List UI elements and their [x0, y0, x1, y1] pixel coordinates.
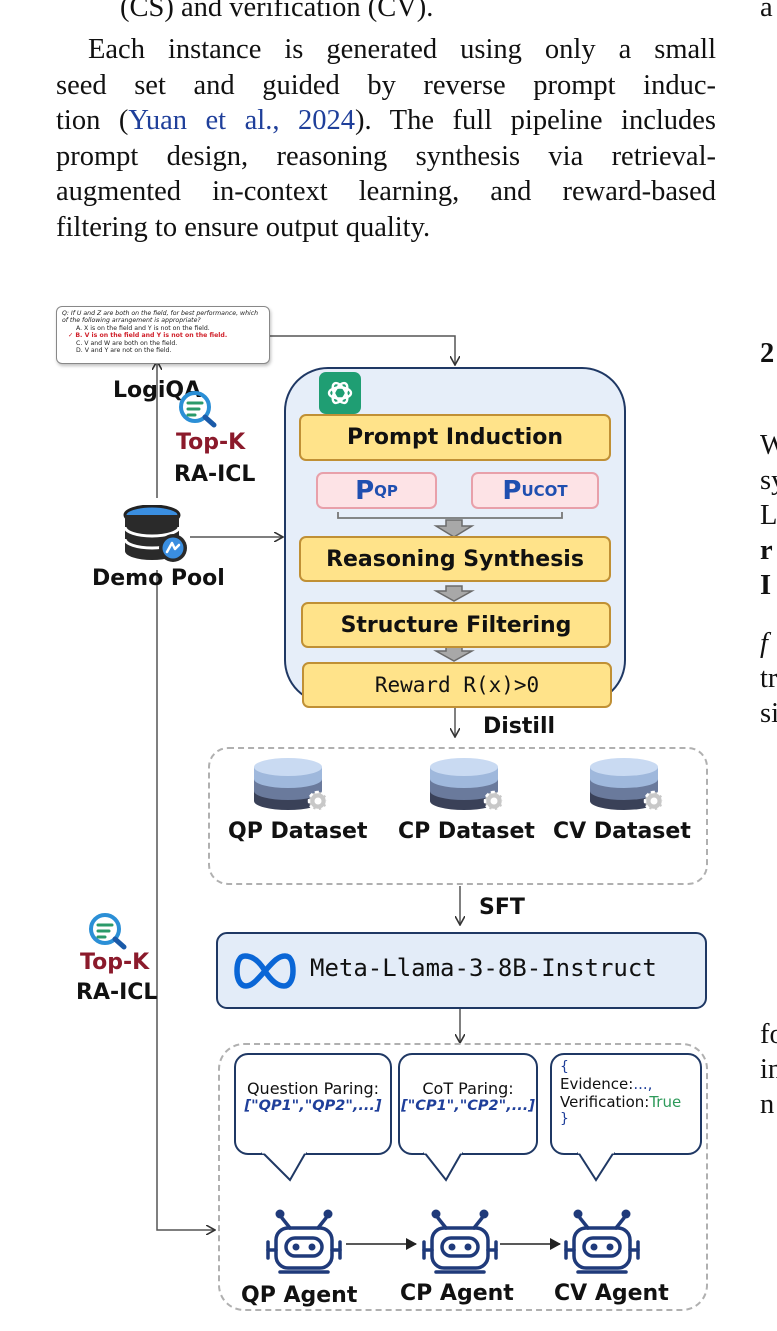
logiqa-option: C. V and W are both on the field. [76, 339, 178, 347]
cv-agent-robot-icon [564, 1209, 640, 1274]
cv-output-evidence: Evidence:..., [560, 1075, 653, 1093]
text-line-4: prompt design, reasoning synthesis via r… [56, 140, 716, 172]
raicl-label-upper: RA-ICL [174, 462, 256, 487]
qp-output-value: ["QP1","QP2",...] [244, 1098, 382, 1114]
agents-group [218, 1043, 708, 1311]
right-fragment: si [760, 698, 777, 729]
distill-label: Distill [483, 714, 556, 739]
qp-agent-robot-icon [266, 1209, 342, 1274]
right-fragment: sy [760, 465, 777, 496]
paper-text: (CS) and verification (CV). [56, 0, 716, 26]
right-fragment: in [760, 1054, 777, 1085]
reward-filter-step: Reward R(x)>0 [302, 662, 612, 708]
checkmark-icon: ✓ [68, 332, 74, 340]
openai-logo-icon [319, 372, 361, 414]
topk-label-upper: Top-K [176, 430, 246, 455]
right-fragment: f [760, 628, 768, 659]
text-line-5: augmented in-context learning, and rewar… [56, 176, 716, 207]
citation-link[interactable]: Yuan et al., 2024 [128, 105, 356, 136]
right-fragment: tr [760, 663, 777, 694]
cv-agent-label: CV Agent [554, 1281, 669, 1306]
demo-to-agents-arrow [156, 570, 214, 1230]
demo-pool-label: Demo Pool [92, 566, 225, 591]
right-fragment: n [760, 1089, 775, 1120]
right-fragment: I [760, 570, 772, 601]
text-line-1: Each instance is generated using only a … [88, 34, 716, 65]
qp-agent-label: QP Agent [241, 1283, 358, 1308]
datasets-group [208, 747, 708, 885]
right-fragment: W [760, 430, 777, 461]
model-name: Meta-Llama-3-8B-Instruct [310, 954, 657, 982]
cp-output-value: ["CP1","CP2",...] [401, 1098, 535, 1114]
paragraph-1: Each instance is generated using only a … [56, 32, 716, 245]
logiqa-option: A. X is on the field and Y is not on the… [76, 324, 210, 332]
cv-output-verification: Verification:True [560, 1093, 682, 1111]
meta-logo-icon [234, 953, 296, 989]
retrieval-search-icon [89, 913, 127, 950]
llama-model-box: Meta-Llama-3-8B-Instruct [216, 932, 707, 1009]
dataset-db-icon [430, 758, 505, 811]
dataset-db-icon [590, 758, 665, 811]
right-fragment: fo [760, 1019, 777, 1050]
prompt-induction-step: Prompt Induction [299, 414, 611, 461]
dataset-db-icon [254, 758, 329, 811]
retrieval-search-icon [179, 391, 217, 428]
qp-output-bubble: Question Paring: ["QP1","QP2",...] [234, 1053, 392, 1155]
cv-output-close: } [560, 1111, 569, 1127]
structure-filtering-step: Structure Filtering [301, 602, 611, 648]
right-fragment: L [760, 500, 777, 531]
logiqa-sample-card: Q: If U and Z are both on the field, for… [56, 306, 270, 364]
right-fragment: 2 [760, 338, 775, 369]
pipeline-flow-arrows [337, 512, 563, 662]
database-icon [123, 505, 187, 562]
logiqa-question: Q: If U and Z are both on the field, for… [62, 310, 259, 325]
logiqa-label: LogiQA [113, 378, 202, 403]
cp-output-bubble: CoT Paring: ["CP1","CP2",...] [398, 1053, 538, 1155]
logiqa-arrow [270, 335, 455, 364]
cv-output-bubble: { Evidence:..., Verification:True } [550, 1053, 702, 1155]
text-line-3: tion (Yuan et al., 2024). The full pipel… [56, 105, 717, 136]
right-fragment: r [760, 535, 773, 566]
logiqa-option-correct: ✓ B. V is on the field and Y is not on t… [68, 332, 228, 340]
cp-dataset-label: CP Dataset [398, 819, 535, 844]
cv-output-open: { [560, 1059, 569, 1075]
raicl-label-lower: RA-ICL [76, 980, 158, 1005]
text-line-6: filtering to ensure output quality. [56, 211, 431, 243]
cp-output-title: CoT Paring: [422, 1079, 514, 1098]
topk-label-lower: Top-K [80, 950, 150, 975]
text-line-2: seed set and guided by reverse prompt in… [56, 69, 716, 101]
qp-output-title: Question Paring: [246, 1079, 380, 1098]
cv-dataset-label: CV Dataset [553, 819, 691, 844]
reasoning-synthesis-step: Reasoning Synthesis [299, 536, 611, 582]
logiqa-option: D. V and Y are not on the field. [76, 347, 172, 355]
cp-agent-robot-icon [422, 1209, 498, 1274]
sft-label: SFT [479, 895, 525, 920]
cp-agent-label: CP Agent [400, 1281, 514, 1306]
qp-dataset-label: QP Dataset [228, 819, 368, 844]
text-line-0: (CS) and verification (CV). [120, 0, 434, 23]
right-fragment: a [760, 0, 773, 23]
